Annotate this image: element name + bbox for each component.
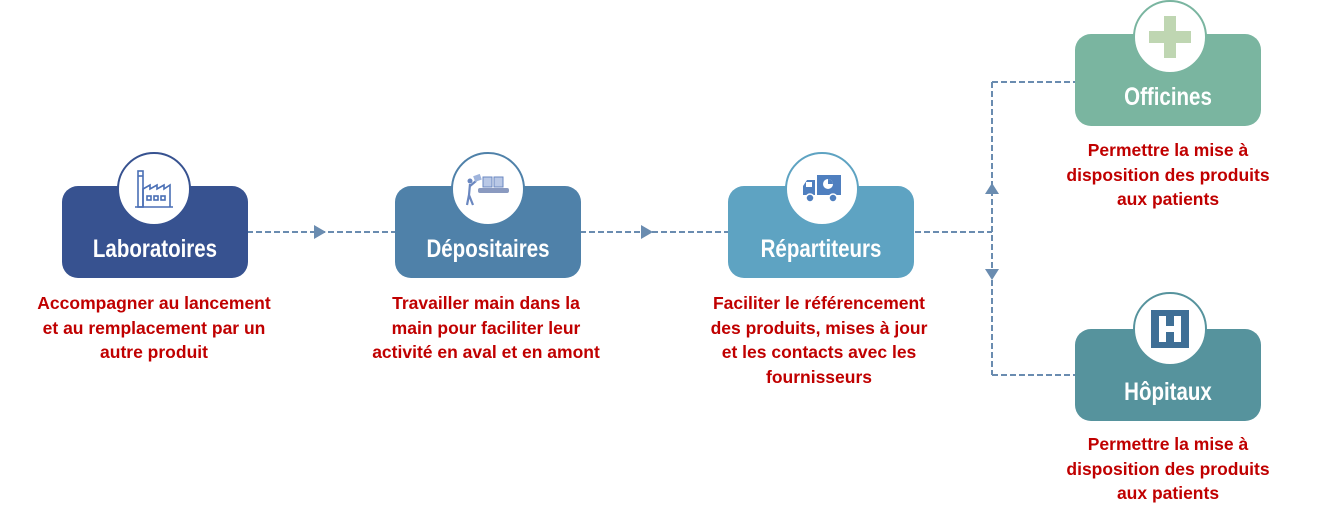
node-laboratoires: Laboratoires	[62, 186, 248, 278]
node-icon-circle	[785, 152, 859, 226]
arrow-right-icon	[641, 225, 653, 239]
node-title: Répartiteurs	[760, 235, 882, 263]
node-icon-circle	[1133, 0, 1207, 74]
hospital-h-icon	[1151, 310, 1189, 348]
node-description: Accompagner au lancement et au remplacem…	[37, 293, 271, 362]
pharmacy-cross-icon	[1149, 16, 1191, 58]
arrow-down-icon	[985, 269, 999, 280]
node-title: Dépositaires	[426, 235, 550, 263]
node-icon-circle	[1133, 292, 1207, 366]
arrow-right-icon	[314, 225, 326, 239]
arrow-up-icon	[985, 183, 999, 194]
conveyor-worker-icon	[465, 173, 509, 206]
factory-icon	[135, 170, 173, 208]
node-icon-circle	[117, 152, 191, 226]
node-title: Officines	[1124, 83, 1212, 111]
node-title: Hôpitaux	[1124, 378, 1212, 406]
delivery-truck-icon	[803, 175, 841, 203]
node-description: Permettre la mise à disposition des prod…	[1066, 434, 1270, 503]
node-description: Travailler main dans la main pour facili…	[372, 293, 600, 362]
node-icon-circle	[451, 152, 525, 226]
node-description: Permettre la mise à disposition des prod…	[1066, 140, 1270, 209]
node-title: Laboratoires	[92, 235, 218, 263]
node-description: Faciliter le référencement des produits,…	[710, 293, 928, 387]
node-depositaires: Dépositaires	[395, 186, 581, 278]
